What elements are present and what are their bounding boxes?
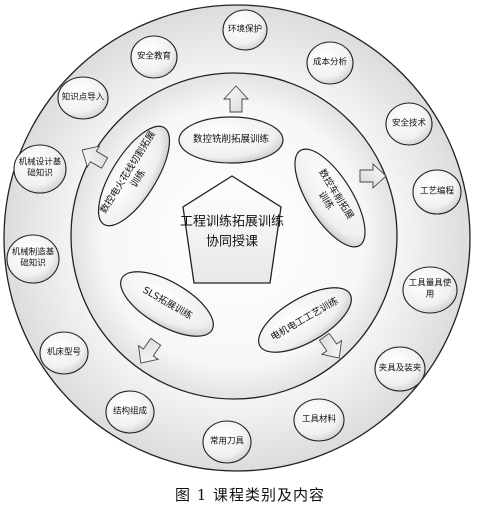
topic-label: 机械设计基 础知识 [18, 157, 62, 179]
topic-bubble [6, 234, 60, 284]
topic-label: 工具量具使 用 [408, 278, 452, 300]
topic-bubble [130, 35, 178, 79]
topic-label: 安全技术 [391, 118, 427, 129]
topic-bubble [13, 144, 67, 194]
topic-label: 工艺编程 [419, 186, 455, 197]
topic-bubble [202, 420, 252, 464]
topic-bubble [105, 390, 155, 434]
topic-label: 机床型号 [46, 347, 82, 358]
topic-bubble [293, 398, 345, 442]
topic-bubble [412, 169, 462, 215]
topic-bubble [222, 9, 268, 51]
topic-label: 夹具及装夹 [378, 363, 422, 374]
topic-bubble [57, 76, 109, 120]
outward-arrow-icon [359, 162, 387, 190]
topic-bubble [402, 266, 458, 314]
module-ellipse [258, 287, 352, 353]
topic-label: 安全教育 [136, 51, 172, 62]
topic-bubble [374, 346, 426, 392]
module-ellipse [120, 271, 214, 337]
center-title: 工程训练拓展训练 协同授课 [179, 214, 285, 250]
topic-label: 知识点导入 [61, 92, 105, 103]
module-label: 数控铣削拓展训练 [192, 133, 270, 145]
outward-arrow-icon [137, 337, 162, 364]
outward-arrow-icon [318, 332, 343, 359]
figure-caption: 图 1 课程类别及内容 [174, 486, 326, 504]
topic-bubble [385, 102, 433, 146]
module-ellipse [178, 116, 284, 164]
topic-label: 机械制造基 础知识 [11, 247, 55, 269]
center-pentagon [182, 175, 282, 284]
topic-label: 环境保护 [227, 24, 263, 35]
outward-arrow-icon [222, 85, 250, 113]
topic-label: 成本分析 [312, 57, 348, 68]
module-ellipse [294, 148, 366, 248]
module-ellipse [97, 125, 171, 227]
topic-bubble [39, 331, 89, 375]
topic-label: 结构组成 [112, 406, 148, 417]
topic-bubble [306, 41, 354, 85]
topic-label: 常用刀具 [209, 436, 245, 447]
outward-arrow-icon [81, 145, 109, 169]
topic-label: 工具材料 [301, 414, 337, 425]
